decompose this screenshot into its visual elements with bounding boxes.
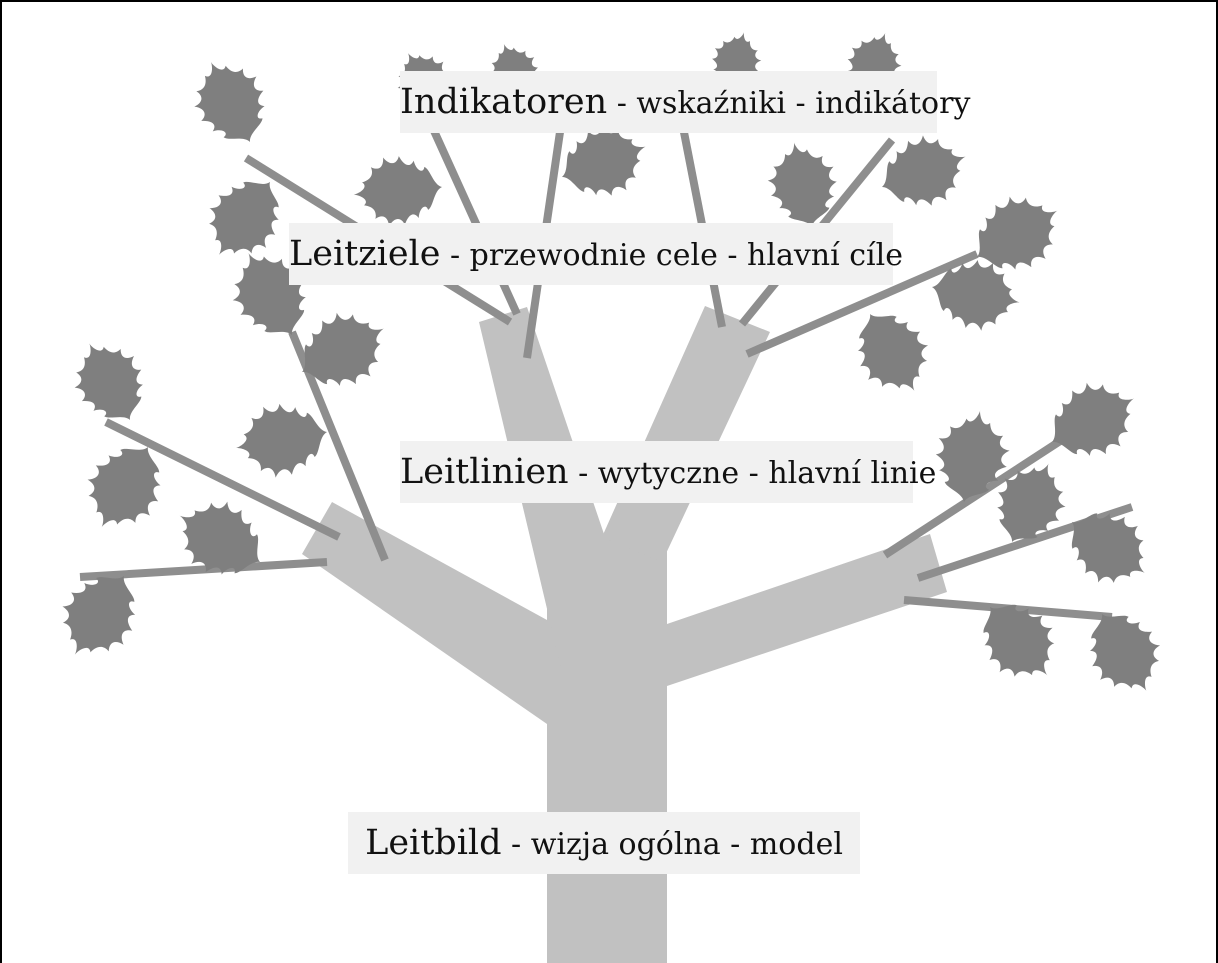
oak-leaf-icon [870,123,978,220]
label-leitziele-de: Leitziele [289,234,441,274]
oak-leaf-icon [1035,366,1152,474]
label-leitbild-de: Leitbild [365,823,502,863]
branch [79,558,328,581]
label-leitziele-translations: - przewodnie cele - hlavní cíle [440,238,903,273]
label-leitlinien: Leitlinien - wytyczne - hlavní linie [400,441,936,503]
oak-leaf-icon [1052,493,1165,602]
oak-leaf-icon [229,396,334,484]
label-leitlinien-translations: - wytyczne - hlavní linie [568,456,937,491]
oak-leaf-icon [840,296,945,409]
label-leitbild: Leitbild - wizja ogólna - model [348,812,860,874]
oak-leaf-icon [179,46,282,158]
label-indikatoren: Indikatoren - wskaźniki - indikátory [400,71,970,133]
branch [426,120,521,316]
label-indikatoren-translations: - wskaźniki - indikátory [607,86,971,121]
label-leitbild-translations: - wizja ogólna - model [501,827,843,862]
branch [104,418,341,541]
limb-right [667,534,947,686]
branch [745,250,979,358]
label-indikatoren-de: Indikatoren [400,82,608,122]
limb-left [302,502,547,724]
label-leitziele: Leitziele - przewodnie cele - hlavní cíl… [289,223,903,285]
limb-center-right [602,306,770,562]
oak-leaf-icon [963,584,1074,698]
label-leitlinien-de: Leitlinien [400,452,569,492]
oak-leaf-icon [350,152,446,230]
